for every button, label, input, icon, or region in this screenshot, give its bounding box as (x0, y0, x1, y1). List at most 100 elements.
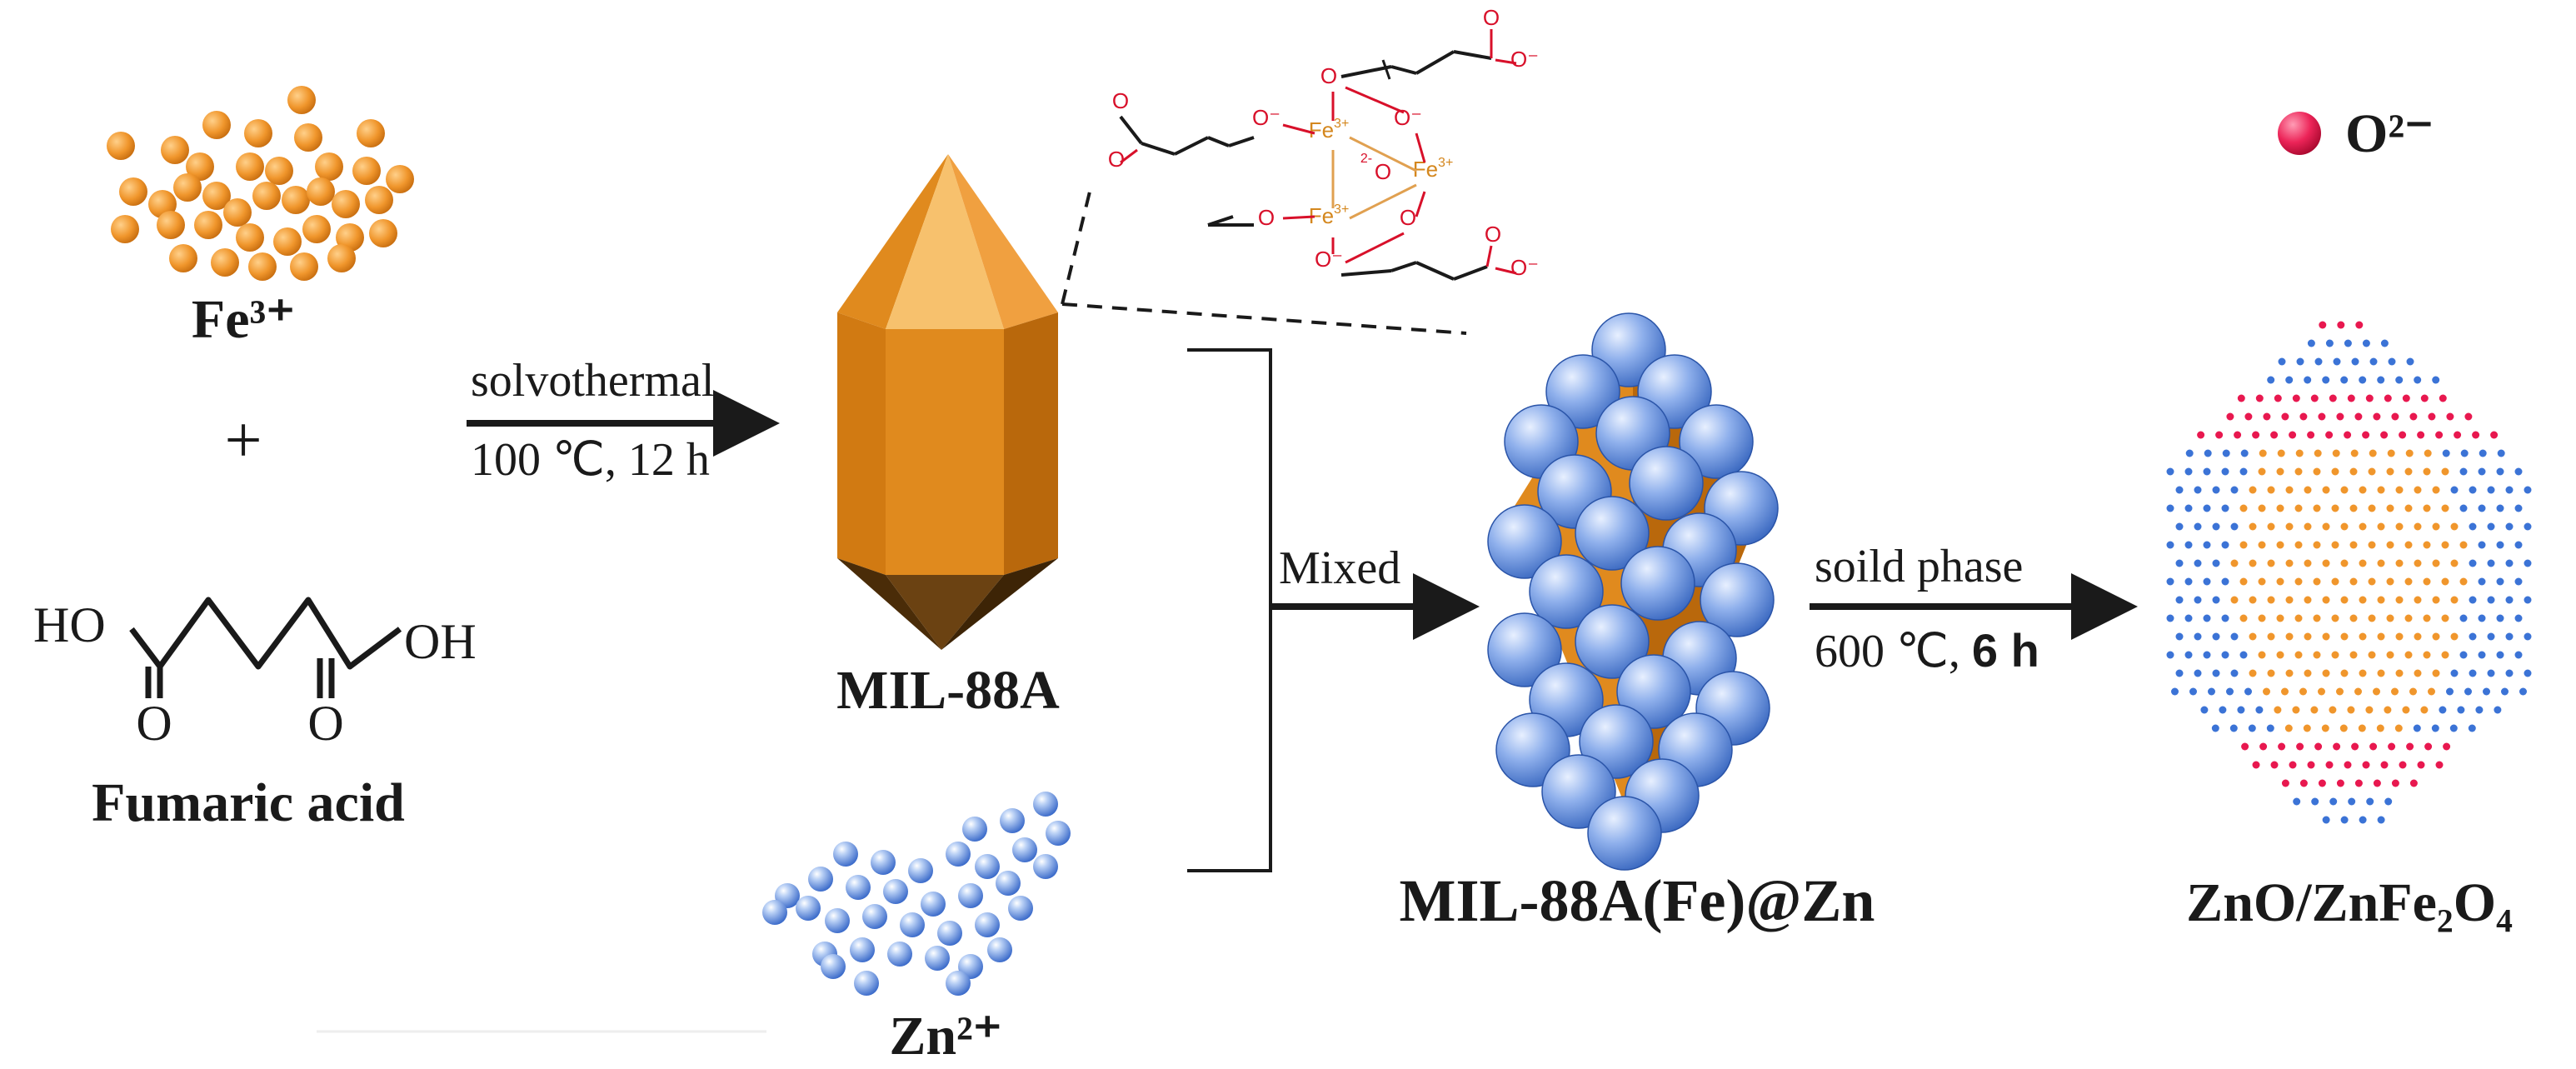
lattice-site (2450, 486, 2459, 494)
lattice-site (2322, 632, 2330, 641)
fe-ion-dot (302, 215, 331, 243)
lattice-site (2258, 577, 2266, 586)
lattice-site (2469, 486, 2477, 494)
lattice-site (2294, 651, 2303, 659)
lattice-site (2307, 431, 2315, 439)
lattice-site (2406, 742, 2414, 751)
lattice-site (2219, 706, 2227, 714)
lattice-site (2175, 669, 2184, 677)
lattice-site (2505, 559, 2514, 567)
lattice-site (2310, 706, 2319, 714)
zn-ion-dot (762, 900, 787, 925)
lattice-site (2293, 797, 2301, 806)
lattice-site (2414, 559, 2422, 567)
step3-condition-bottom: 600 ℃, 6 h (1815, 624, 2039, 677)
lattice-site (2294, 541, 2303, 549)
lattice-site (2369, 742, 2378, 751)
lattice-site (2184, 467, 2193, 476)
lattice-site (2230, 669, 2239, 677)
lattice-site (2377, 559, 2385, 567)
lattice-site (2494, 706, 2502, 714)
bond (1390, 65, 1417, 75)
lattice-site (2417, 761, 2425, 769)
oxygen-charge: 2- (1360, 152, 1372, 166)
lattice-site (2267, 522, 2275, 531)
lattice-site (2285, 522, 2294, 531)
lattice-site (2505, 486, 2514, 494)
lattice-site (2359, 632, 2367, 641)
lattice-site (2221, 541, 2229, 549)
lattice-site (2478, 467, 2486, 476)
zn-ion-label: Zn²⁺ (889, 1006, 1001, 1067)
lattice-site (2331, 651, 2339, 659)
lattice-site (2501, 687, 2509, 696)
lattice-site (2166, 467, 2174, 476)
lattice-site (2391, 687, 2399, 696)
zn-ion-cloud (762, 792, 1071, 996)
lattice-site (2514, 504, 2523, 512)
lattice-site (2391, 412, 2399, 421)
lattice-site (2344, 339, 2352, 347)
bond (1345, 232, 1405, 264)
lattice-site (2349, 577, 2358, 586)
lattice-site (2459, 651, 2468, 659)
lattice-site (2258, 651, 2266, 659)
zn-sphere (1700, 562, 1775, 637)
lattice-site (2395, 522, 2404, 531)
lattice-site (2459, 504, 2468, 512)
lattice-site (2276, 614, 2284, 622)
product-label: ZnO/ZnFe₂O₄ (2186, 872, 2513, 933)
lattice-site (2358, 724, 2366, 732)
bond (1282, 215, 1315, 220)
lattice-site (2514, 467, 2523, 476)
fe-ion-dot (236, 223, 264, 252)
lattice-site (2514, 541, 2523, 549)
lattice-site (2505, 596, 2514, 604)
lattice-site (2368, 614, 2376, 622)
lattice-site (2406, 357, 2414, 366)
lattice-site (2230, 559, 2239, 567)
lattice-site (2314, 357, 2323, 366)
lattice-site (2377, 669, 2385, 677)
zn-ion-dot (958, 883, 983, 908)
lattice-site (2359, 376, 2367, 384)
fe-ion-dot (357, 119, 385, 147)
lattice-site (2322, 486, 2330, 494)
bond (1415, 191, 1426, 217)
lattice-site (2344, 431, 2352, 439)
lattice-site (2483, 687, 2490, 696)
fe-atom: Fe3+ (1309, 117, 1350, 142)
lattice-site (2368, 651, 2376, 659)
lattice-site (2212, 632, 2220, 641)
zn-ion-dot (821, 954, 846, 979)
lattice-site (2331, 577, 2339, 586)
lattice-site (2249, 559, 2257, 567)
lattice-site (2322, 596, 2330, 604)
lattice-site (2208, 687, 2215, 696)
oxygen-atom: O (1483, 5, 1500, 30)
zn-sphere (1620, 546, 1695, 621)
fe-ion-dot (169, 244, 197, 272)
lattice-site (2296, 742, 2304, 751)
lattice-site (2175, 486, 2184, 494)
oxygen-atom: O (1320, 63, 1337, 88)
lattice-site (2347, 706, 2355, 714)
fe-ion-dot (287, 86, 316, 114)
lattice-site (2424, 742, 2433, 751)
lattice-site (2266, 724, 2274, 732)
lattice-site (2377, 486, 2385, 494)
lattice-site (2274, 706, 2282, 714)
lattice-site (2369, 449, 2377, 457)
lattice-site (2423, 614, 2431, 622)
fe-ion-dot (352, 157, 381, 185)
lattice-site (2404, 614, 2413, 622)
lattice-site (2230, 486, 2239, 494)
fe-ion-dot (332, 190, 360, 218)
lattice-site (2270, 431, 2279, 439)
lattice-site (2478, 504, 2486, 512)
hydroxyl-left: HO (33, 597, 106, 652)
lattice-site (2424, 449, 2432, 457)
fe-ion-dot (236, 152, 264, 181)
lattice-site (2248, 724, 2256, 732)
zn-ion-dot (846, 875, 871, 900)
